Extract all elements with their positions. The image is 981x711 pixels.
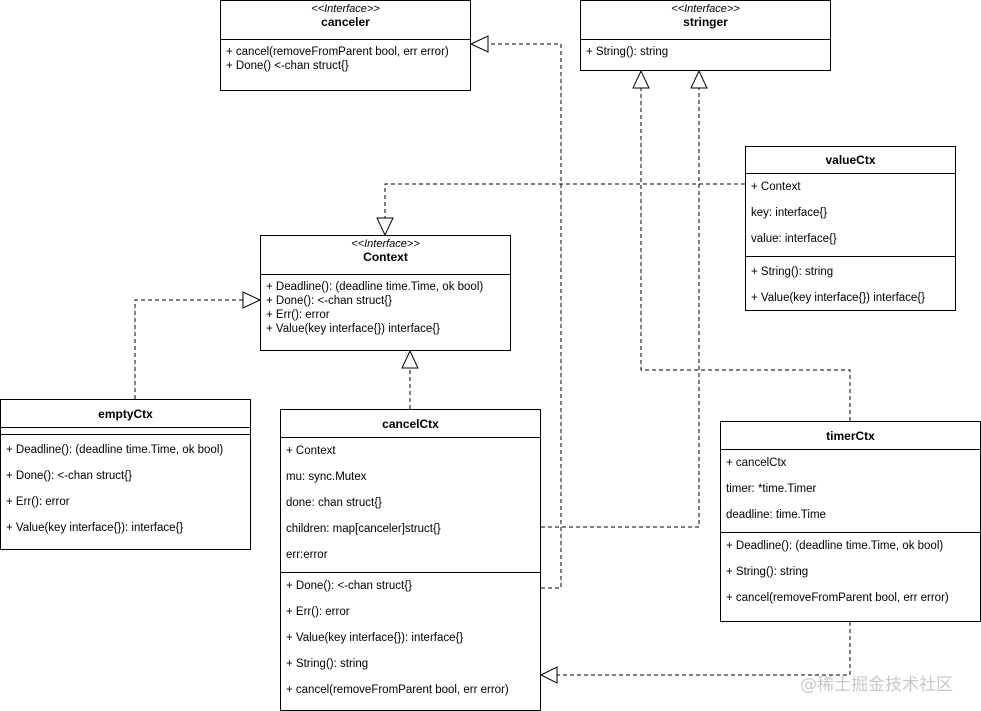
field: + Context <box>286 445 336 457</box>
method: + String(): string <box>751 266 834 278</box>
context-interface-box[interactable]: <<Interface>> Context + Deadline(): (dea… <box>260 235 511 351</box>
stereotype-label: <<Interface>> <box>311 3 380 15</box>
method: + String(): string <box>726 566 809 578</box>
field: key: interface{} <box>751 207 828 219</box>
method: + String(): string <box>286 658 369 670</box>
emptyctx-to-context-line <box>134 299 243 399</box>
valuectx-to-context-line <box>384 183 745 218</box>
fields-section: + Context mu: sync.Mutex done: chan stru… <box>281 438 540 568</box>
stringer-arrowhead-right <box>690 69 708 89</box>
method: + Value(key interface{}): interface{} <box>6 522 184 534</box>
divider: + String(): string <box>581 39 830 59</box>
class-name: emptyCtx <box>98 406 153 421</box>
methods-section: + Deadline(): (deadline time.Time, ok bo… <box>1 434 250 541</box>
valuectx-class-box[interactable]: valueCtx + Context key: interface{} valu… <box>745 146 956 311</box>
method: + Done(): <-chan struct{} <box>286 580 412 592</box>
field: timer: *time.Timer <box>726 483 817 495</box>
timerctx-to-stringer-line <box>640 88 851 421</box>
method: + Err(): error <box>286 606 350 618</box>
method: + Deadline(): (deadline time.Time, ok bo… <box>726 540 944 552</box>
field: deadline: time.Time <box>726 509 826 521</box>
methods-section: + Deadline(): (deadline time.Time, ok bo… <box>721 532 980 611</box>
canceler-arrowhead <box>469 35 489 53</box>
timerctx-to-cancelctx-line <box>557 622 851 676</box>
method: + Done(): <-chan struct{} <box>6 470 132 482</box>
method: + Done(): <-chan struct{} <box>266 295 392 307</box>
fields-section: + cancelCtx timer: *time.Timer deadline:… <box>721 450 980 528</box>
stereotype-label: <<Interface>> <box>671 3 740 15</box>
context-arrowhead-bottom <box>401 349 419 369</box>
stringer-interface-box[interactable]: <<Interface>> stringer + String(): strin… <box>580 0 831 71</box>
class-name: Context <box>363 250 408 264</box>
canceler-interface-box[interactable]: <<Interface>> canceler + cancel(removeFr… <box>220 0 471 91</box>
context-arrowhead-top <box>376 217 394 237</box>
field: + cancelCtx <box>726 457 787 469</box>
field: value: interface{} <box>751 233 837 245</box>
methods-section: + String(): string + Value(key interface… <box>746 256 955 311</box>
method: + Deadline(): (deadline time.Time, ok bo… <box>6 444 224 456</box>
class-name: timerCtx <box>826 428 875 443</box>
class-name: canceler <box>321 15 370 29</box>
method: + cancel(removeFromParent bool, err erro… <box>726 592 949 604</box>
divider: + cancel(removeFromParent bool, err erro… <box>221 39 470 73</box>
method: + cancel(removeFromParent bool, err erro… <box>286 684 509 696</box>
method: + Value(key interface{}): interface{} <box>286 632 464 644</box>
class-name: stringer <box>683 15 728 29</box>
method: + Value(key interface{}) interface{} <box>751 292 925 304</box>
cancelctx-class-box[interactable]: cancelCtx + Context mu: sync.Mutex done:… <box>280 409 541 711</box>
method: + Err(): error <box>266 309 330 321</box>
field: + Context <box>751 181 801 193</box>
cancelctx-arrowhead <box>539 666 558 684</box>
divider: + Deadline(): (deadline time.Time, ok bo… <box>261 274 510 336</box>
fields-section: + Context key: interface{} value: interf… <box>746 174 955 252</box>
emptyctx-class-box[interactable]: emptyCtx + Deadline(): (deadline time.Ti… <box>0 399 251 550</box>
method: + Done() <-chan struct{} <box>226 60 349 72</box>
class-name: cancelCtx <box>382 416 439 431</box>
method: + Value(key interface{}) interface{} <box>266 323 440 335</box>
field: done: chan struct{} <box>286 497 382 509</box>
field: err:error <box>286 549 328 561</box>
context-arrowhead-left <box>242 291 262 309</box>
method: + Err(): error <box>6 496 70 508</box>
cancelctx-to-canceler-line <box>488 43 562 589</box>
cancelctx-to-stringer-line <box>541 88 700 528</box>
field: children: map[canceler]struct{} <box>286 523 441 535</box>
stringer-arrowhead-left <box>632 69 650 89</box>
method: + String(): string <box>586 46 669 58</box>
method: + Deadline(): (deadline time.Time, ok bo… <box>266 281 484 293</box>
field: mu: sync.Mutex <box>286 471 367 483</box>
methods-section: + Done(): <-chan struct{} + Err(): error… <box>281 572 540 703</box>
timerctx-class-box[interactable]: timerCtx + cancelCtx timer: *time.Timer … <box>720 421 981 622</box>
stereotype-label: <<Interface>> <box>351 238 420 250</box>
method: + cancel(removeFromParent bool, err erro… <box>226 46 449 58</box>
watermark-text: @稀土掘金技术社区 <box>800 675 953 695</box>
class-name: valueCtx <box>825 153 876 167</box>
